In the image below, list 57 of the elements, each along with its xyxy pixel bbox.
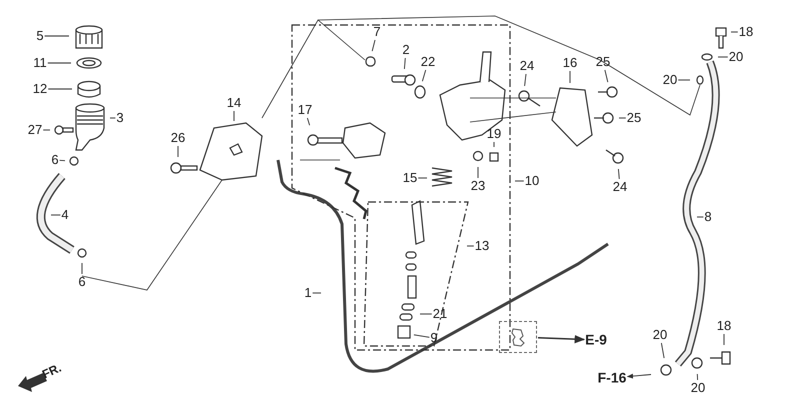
callout-number: 1 — [304, 286, 312, 300]
leader-line — [696, 374, 698, 380]
leader-line — [48, 88, 72, 90]
callout-number: 4 — [61, 208, 69, 222]
leader-line — [660, 342, 665, 359]
reference-label: E-9 — [585, 332, 607, 348]
callout-number: 24 — [520, 59, 534, 73]
leader-line — [47, 62, 72, 64]
leader-line — [604, 70, 608, 83]
callout-number: 8 — [704, 210, 712, 224]
callout-number: 16 — [562, 56, 578, 70]
callout-number: 2 — [402, 43, 410, 57]
reference-arrow — [538, 334, 586, 344]
leader-line — [59, 160, 66, 162]
callout-number: 24 — [612, 180, 628, 194]
callout-number: 12 — [32, 82, 48, 96]
callout-number: 23 — [470, 179, 486, 193]
callout-number: 19 — [486, 127, 502, 141]
callout-number: 14 — [226, 96, 242, 110]
callout-number: 20 — [652, 328, 668, 342]
callout-number: 11 — [33, 56, 47, 70]
callout-number: 5 — [36, 29, 44, 43]
leader-line — [696, 216, 704, 218]
leader-line — [618, 168, 620, 180]
callout-number: 9 — [430, 331, 438, 345]
callout-number: 26 — [170, 131, 186, 145]
callout-number: 18 — [716, 319, 732, 333]
callout-number: 22 — [420, 55, 436, 69]
callout-number: 20 — [662, 73, 678, 87]
callout-number: 6 — [51, 153, 59, 167]
leader-line — [372, 40, 376, 52]
callout-number: 13 — [474, 239, 490, 253]
leader-line — [306, 118, 310, 126]
callout-number: 3 — [116, 111, 124, 125]
callout-number: 18 — [738, 25, 754, 39]
leader-line — [514, 180, 524, 182]
callout-number: 20 — [728, 50, 744, 64]
reference-box — [499, 321, 537, 353]
callout-number: 10 — [524, 174, 540, 188]
callout-number: 20 — [690, 381, 706, 395]
leader-line — [413, 334, 430, 338]
callout-number: 25 — [626, 111, 642, 125]
callout-number: 21 — [432, 307, 448, 321]
direction-label: FR. — [40, 360, 64, 382]
leader-line — [50, 214, 61, 216]
reference-arrow — [626, 374, 652, 379]
reference-label: F-16 — [598, 370, 626, 386]
leader-line — [312, 292, 322, 294]
callout-number: 7 — [373, 25, 381, 39]
leader-line — [404, 58, 406, 70]
leader-line — [422, 70, 426, 82]
callout-number: 17 — [298, 103, 312, 117]
callout-number: 27 — [28, 123, 42, 137]
leader-line — [524, 74, 526, 86]
callout-number: 15 — [402, 171, 418, 185]
leader-line — [718, 56, 728, 58]
callout-number: 6 — [78, 275, 86, 289]
